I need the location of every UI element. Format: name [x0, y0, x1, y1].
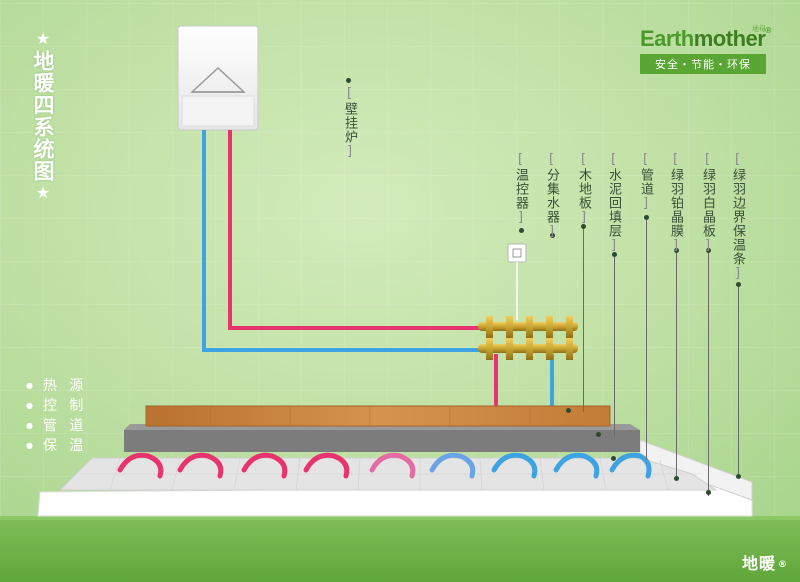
label-cement-layer: [水泥回填层] [606, 152, 621, 254]
floor-edge [0, 516, 800, 522]
leader-dot [519, 228, 524, 233]
leader-line [614, 256, 615, 436]
cold-water-pipe [202, 130, 488, 352]
leader-line [646, 220, 647, 460]
floor-heating-loops [117, 452, 652, 479]
label-reflective-film: [绿羽铂晶膜] [668, 152, 683, 254]
leader-dot [346, 78, 351, 83]
leader-dot [644, 215, 649, 220]
feature-item: ●热 源 [26, 378, 88, 394]
feature-item: ●管 道 [26, 418, 88, 434]
feature-item: ●控 制 [26, 398, 88, 414]
leader-dot [612, 252, 617, 257]
leader-dot [736, 474, 741, 479]
logo-chinese-mark: 地母 [752, 25, 766, 33]
leader-dot [611, 456, 616, 461]
leader-dot [596, 432, 601, 437]
label-wood-floor: [木地板] [576, 152, 591, 226]
brand-logo: 地母 Earthmother® 安全・节能・环保 [640, 25, 771, 74]
green-floor [0, 520, 800, 582]
footer-brand: 地暖® [741, 554, 788, 573]
label-thermostat: [温控器] [513, 152, 528, 226]
wall-boiler [177, 25, 259, 131]
leader-line [738, 284, 739, 476]
leader-dot [706, 248, 711, 253]
leader-dot [706, 490, 711, 495]
leader-line [583, 228, 584, 412]
label-boiler: [壁挂炉] [342, 86, 357, 160]
title-text: 地暖四系统图 [31, 50, 55, 182]
leader-dot [674, 248, 679, 253]
manifold-device [478, 316, 578, 360]
feature-item: ●保 温 [26, 438, 88, 454]
label-manifold: [分集水器] [544, 152, 559, 240]
star-icon: ★ [35, 29, 51, 48]
cement-layer [124, 430, 640, 452]
leader-dot [674, 476, 679, 481]
label-edge-strip: [绿羽边界保温条] [730, 152, 745, 282]
leader-line [708, 252, 709, 496]
hot-water-pipe [228, 130, 488, 330]
wood-floor [145, 405, 611, 427]
leader-dot [736, 282, 741, 287]
label-insulation-board: [绿羽白晶板] [700, 152, 715, 254]
logo-slogan: 安全・节能・环保 [640, 54, 766, 74]
star-icon: ★ [35, 183, 51, 202]
leader-dot [581, 224, 586, 229]
thermostat-device [507, 243, 527, 263]
edge-insulation-strip [639, 439, 753, 501]
vertical-title: ★ 地暖四系统图 ★ [26, 30, 60, 202]
feature-list: ●热 源 ●控 制 ●管 道 ●保 温 [26, 376, 87, 456]
leader-dot [566, 408, 571, 413]
leader-dot [550, 233, 555, 238]
logo-name: Earthmother® [640, 26, 771, 51]
leader-line [676, 252, 677, 478]
label-pipe: [管道] [638, 152, 653, 212]
